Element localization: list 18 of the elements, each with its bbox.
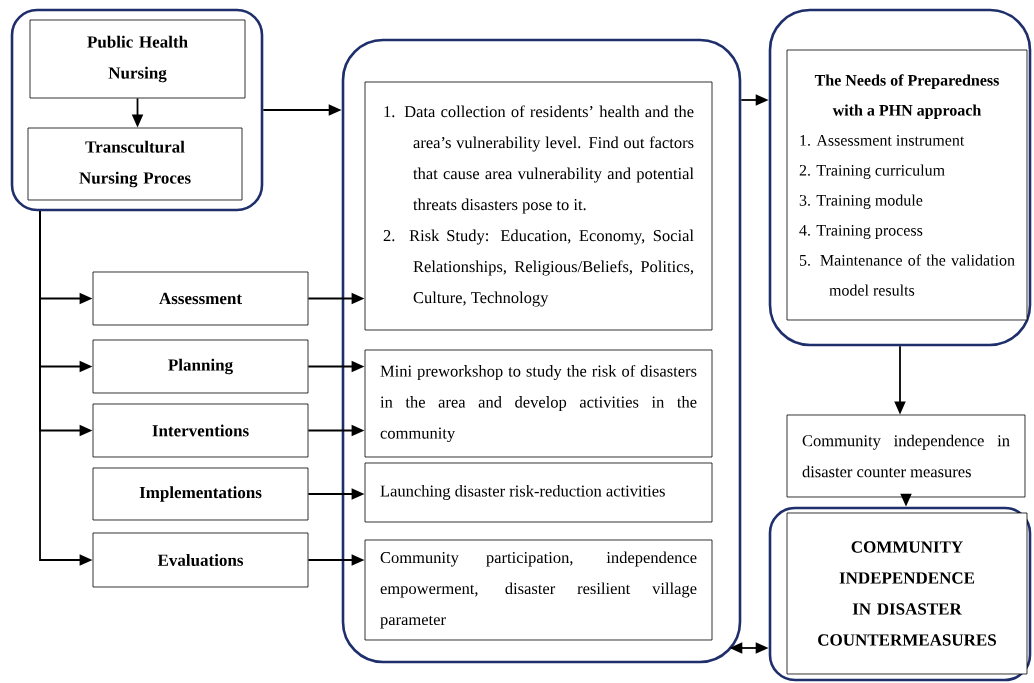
process-box: COMMUNITY INDEPENDENCE IN DISASTER COUNTERMEASURES xyxy=(786,512,1028,675)
rounded-frame xyxy=(341,38,742,664)
rounded-frame xyxy=(768,8,1032,347)
list-box: The Needs of Preparedness with a PHN approach 1. Assessment instrument 2. Training curriculum 3. Training module 4. Training process 5. Maintenance of the validation model results xyxy=(786,49,1028,321)
text-box: Mini preworkshop to study the risk of disasters in the area and develop activities in the community xyxy=(364,349,713,458)
list-box: 1. Data collection of residents’ health and the area’s vulnerability level. Find out factors that cause area vulnerability and potential threats disasters pose to it. 2. Risk Study: Education, Economy, Social Relationships, Religious/Beliefs, Politics, Culture, Technology xyxy=(364,81,713,331)
process-box: Planning xyxy=(92,339,309,394)
text-box: Community independence in disaster counter measures xyxy=(786,414,1026,498)
text-box: Community participation, independence empowerment, disaster resilient village parameter xyxy=(364,539,713,641)
process-box: Implementations xyxy=(92,467,309,521)
process-box: Transcultural Nursing Proces xyxy=(27,127,243,201)
process-box: Assessment xyxy=(92,271,309,326)
process-box: Interventions xyxy=(92,403,309,458)
process-box: Public Health Nursing xyxy=(29,19,246,99)
text-box: Launching disaster risk-reduction activities xyxy=(364,462,713,523)
rounded-frame xyxy=(768,506,1032,682)
process-box: Evaluations xyxy=(92,532,309,588)
rounded-frame xyxy=(10,8,264,212)
